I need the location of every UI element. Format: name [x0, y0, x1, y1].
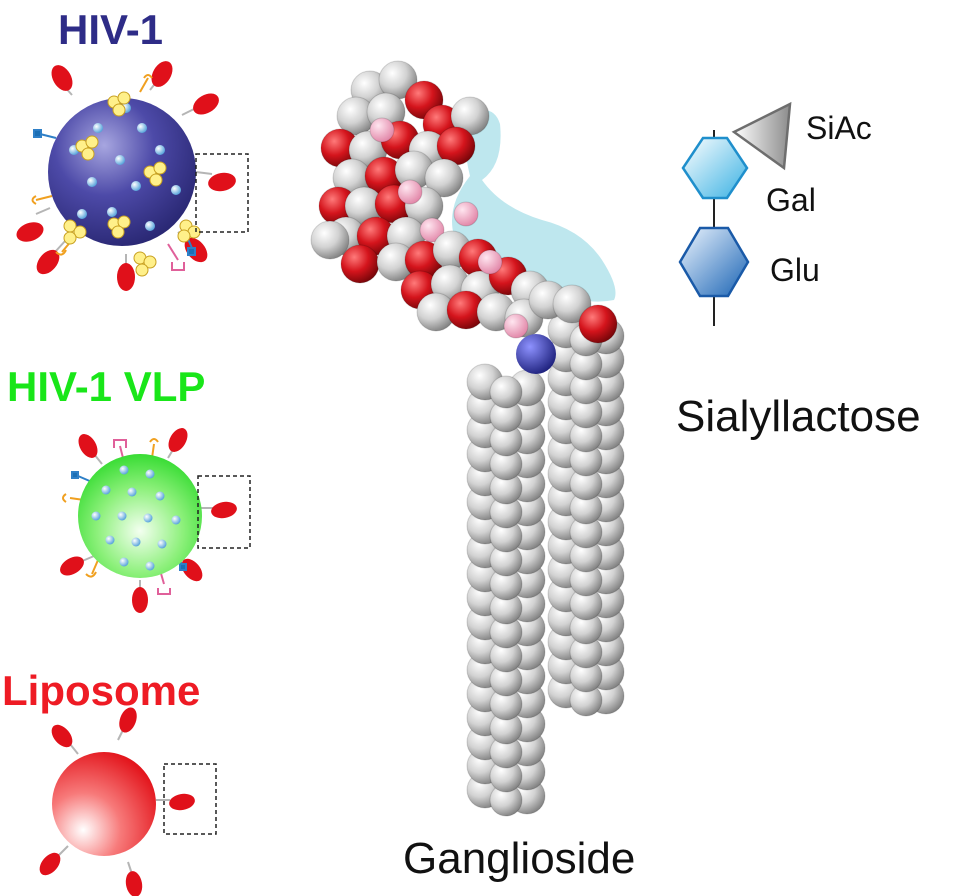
- hydrogen-atom: [419, 217, 445, 243]
- ganglioside-molecule: [310, 60, 625, 817]
- hydrogen-atom: [424, 158, 464, 198]
- nitrogen-atom: [516, 334, 556, 374]
- vlp-label: HIV-1 VLP: [7, 363, 206, 410]
- sialyllactose-label: Sialyllactose: [676, 392, 921, 441]
- liposome-particle: [39, 707, 217, 896]
- hydrogen-atom: [369, 117, 395, 143]
- hydrogen-atom: [453, 201, 479, 227]
- vlp-particle: [60, 428, 251, 613]
- oxygen-atom: [578, 304, 618, 344]
- hydrogen-atom: [397, 179, 423, 205]
- glu-label: Glu: [770, 252, 820, 288]
- hydrogen-atom: [503, 313, 529, 339]
- gal-hexagon-icon: [681, 136, 749, 200]
- ganglioside-headgroup: [310, 60, 618, 344]
- hiv1-zoom-box: [195, 153, 249, 233]
- hydrogen-atom: [310, 220, 350, 260]
- siac-label: SiAc: [806, 110, 872, 146]
- hiv1-envelope-clusters: [63, 91, 201, 277]
- oxygen-atom: [340, 244, 380, 284]
- liposome-zoom-box: [163, 763, 217, 835]
- vlp-zoom-box: [197, 475, 251, 549]
- liposome-receptors: [39, 707, 195, 896]
- vlp-receptors: [60, 428, 237, 613]
- ganglioside-tails: [466, 311, 625, 817]
- hiv1-label: HIV-1: [58, 6, 164, 53]
- ganglioside-label: Ganglioside: [403, 834, 636, 883]
- hiv1-receptors: [16, 61, 236, 291]
- hiv1-membrane: [48, 98, 196, 246]
- hiv1-capsid-dots: [69, 103, 181, 231]
- liposome-membrane: [52, 752, 156, 856]
- glu-hexagon-icon: [678, 226, 750, 298]
- gal-label: Gal: [766, 182, 816, 218]
- hiv1-forks: [31, 74, 153, 256]
- sialyllactose-structure: [678, 101, 792, 326]
- siac-triangle-icon: [731, 101, 792, 171]
- hydrogen-atom: [477, 249, 503, 275]
- hiv1-particle: [16, 61, 249, 291]
- carbon-atom: [489, 375, 523, 409]
- hydrogen-atom: [552, 284, 592, 324]
- liposome-label: Liposome: [2, 667, 201, 714]
- vlp-capsid-dots: [91, 465, 181, 571]
- vlp-membrane: [78, 454, 202, 578]
